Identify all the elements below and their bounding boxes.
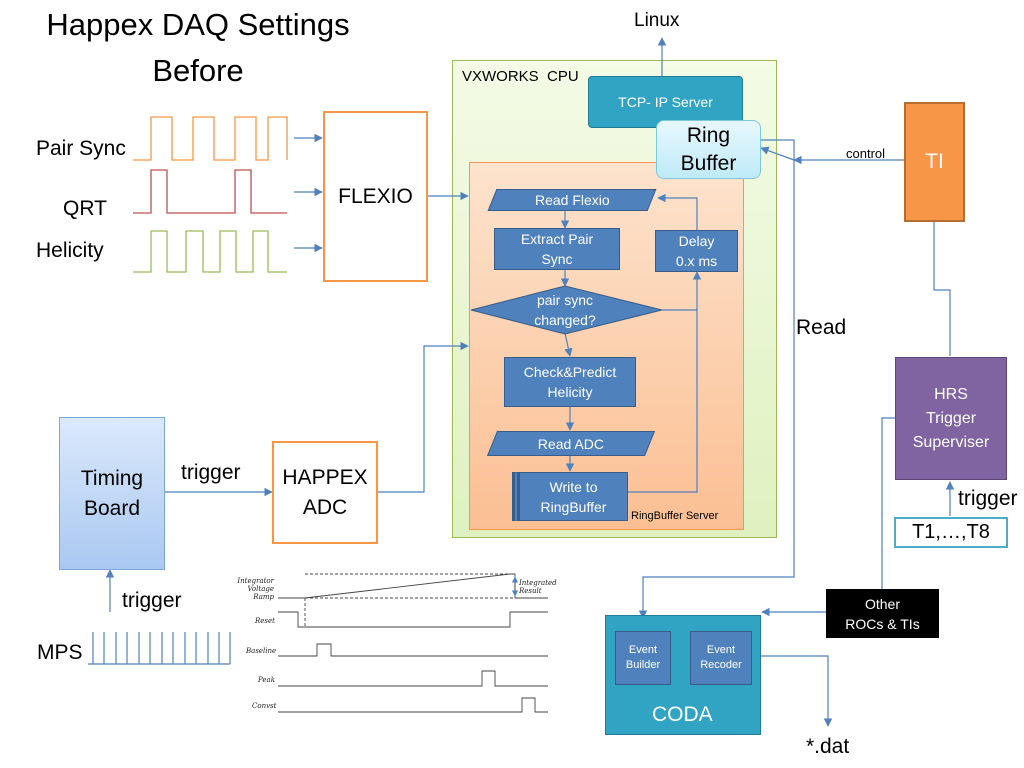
delay-line2: 0.x ms: [675, 253, 718, 269]
check-predict-line1: Check&Predict: [523, 364, 617, 380]
other-rocs-line1: Other: [864, 595, 900, 612]
qrt-waveform: [133, 169, 287, 214]
ramp-line2: Voltage: [247, 585, 274, 593]
mps-label: MPS: [37, 641, 83, 664]
t1-t8-label: T1,…,T8: [912, 521, 990, 543]
integrator-ramp-label: Integrator Voltage Ramp: [228, 577, 274, 601]
control-label: control: [846, 146, 886, 161]
integrated-result-label: Integrated Result: [519, 579, 557, 595]
helicity-waveform: [133, 230, 287, 273]
convst-label: Convst: [252, 702, 277, 710]
read-label: Read: [796, 316, 847, 339]
page-title-line2: Before: [152, 53, 244, 88]
hrs-trigger-superviser-box: HRS Trigger Superviser: [895, 357, 1007, 480]
ring-buffer-box: Ring Buffer: [656, 120, 761, 179]
happex-adc-box: HAPPEX ADC: [272, 441, 378, 544]
read-adc-step: Read ADC: [486, 431, 656, 456]
pair-sync-changed-line1: pair sync: [536, 292, 594, 308]
ringbuffer-server-panel: [469, 162, 744, 530]
page-title-line1: Happex DAQ Settings: [46, 7, 350, 42]
extract-pair-sync-step: Extract Pair Sync: [494, 228, 620, 270]
pair-sync-changed-decision: pair sync changed?: [505, 289, 625, 331]
happex-adc-line1: HAPPEX: [282, 465, 368, 489]
pair-sync-waveform: [133, 116, 288, 161]
flexio-label: FLEXIO: [338, 184, 413, 208]
ring-buffer-line1: Ring: [686, 123, 731, 147]
event-builder-line1: Event: [628, 644, 658, 656]
event-recoder-line2: Recoder: [700, 659, 742, 671]
coda-label: CODA: [652, 703, 713, 726]
mps-trigger-label: trigger: [122, 589, 182, 612]
hrs-line1: HRS: [934, 385, 968, 403]
ramp-line1: Integrator: [237, 577, 274, 585]
timing-board-line2: Board: [83, 496, 141, 520]
ti-label: TI: [925, 150, 944, 173]
flexio-box: FLEXIO: [323, 111, 428, 282]
event-recoder-line1: Event: [706, 644, 736, 656]
hrs-line2: Trigger: [925, 409, 977, 427]
extract-pair-sync-line2: Sync: [541, 251, 573, 267]
ringbuffer-server-label: RingBuffer Server: [631, 510, 719, 522]
read-flexio-step: Read Flexio: [487, 189, 657, 211]
write-ringbuffer-step: Write to RingBuffer: [512, 472, 628, 521]
pair-sync-label: Pair Sync: [36, 137, 126, 160]
ramp-line3: Ramp: [253, 593, 274, 601]
tcp-ip-server-label: TCP- IP Server: [618, 94, 713, 110]
write-ringbuffer-line1: Write to: [549, 478, 598, 495]
reset-label: Reset: [255, 617, 275, 625]
baseline-label: Baseline: [246, 647, 277, 655]
dat-output-label: *.dat: [806, 735, 850, 758]
qrt-label: QRT: [63, 197, 107, 220]
integrator-timing-diagram: [278, 573, 548, 713]
hrs-line3: Superviser: [912, 433, 990, 451]
other-rocs-tis-box: Other ROCs & TIs: [826, 589, 939, 638]
helicity-label: Helicity: [36, 239, 104, 262]
ring-buffer-line2: Buffer: [680, 151, 737, 175]
timing-trigger-label: trigger: [181, 461, 241, 484]
happex-adc-line2: ADC: [302, 495, 348, 519]
t1-t8-box: T1,…,T8: [894, 517, 1008, 548]
mps-pulse-train: [88, 632, 231, 665]
delay-step: Delay 0.x ms: [655, 230, 738, 272]
page-title: Happex DAQ Settings Before: [18, 2, 378, 94]
event-builder-line2: Builder: [625, 659, 661, 671]
hrs-trigger-label: trigger: [958, 487, 1018, 510]
pair-sync-changed-line2: changed?: [534, 312, 596, 328]
ti-box: TI: [904, 102, 965, 222]
event-builder-box: Event Builder: [615, 631, 671, 685]
event-recoder-box: Event Recoder: [690, 631, 752, 685]
read-adc-label: Read ADC: [537, 435, 605, 452]
extract-pair-sync-line1: Extract Pair: [520, 231, 594, 247]
read-flexio-label: Read Flexio: [534, 192, 610, 208]
integrated-line1: Integrated: [519, 579, 557, 587]
tcp-ip-server-box: TCP- IP Server: [588, 76, 743, 128]
timing-board-box: Timing Board: [59, 417, 165, 570]
linux-label: Linux: [634, 10, 680, 31]
check-predict-line2: Helicity: [547, 384, 593, 400]
integrated-line2: Result: [519, 587, 542, 595]
other-rocs-line2: ROCs & TIs: [845, 615, 920, 632]
vxworks-cpu-title: VXWORKS CPU: [462, 68, 579, 85]
timing-board-line1: Timing: [80, 466, 144, 490]
peak-label: Peak: [258, 676, 275, 684]
write-ringbuffer-line2: RingBuffer: [540, 498, 607, 515]
check-predict-helicity-step: Check&Predict Helicity: [504, 357, 636, 407]
delay-line1: Delay: [678, 233, 715, 249]
